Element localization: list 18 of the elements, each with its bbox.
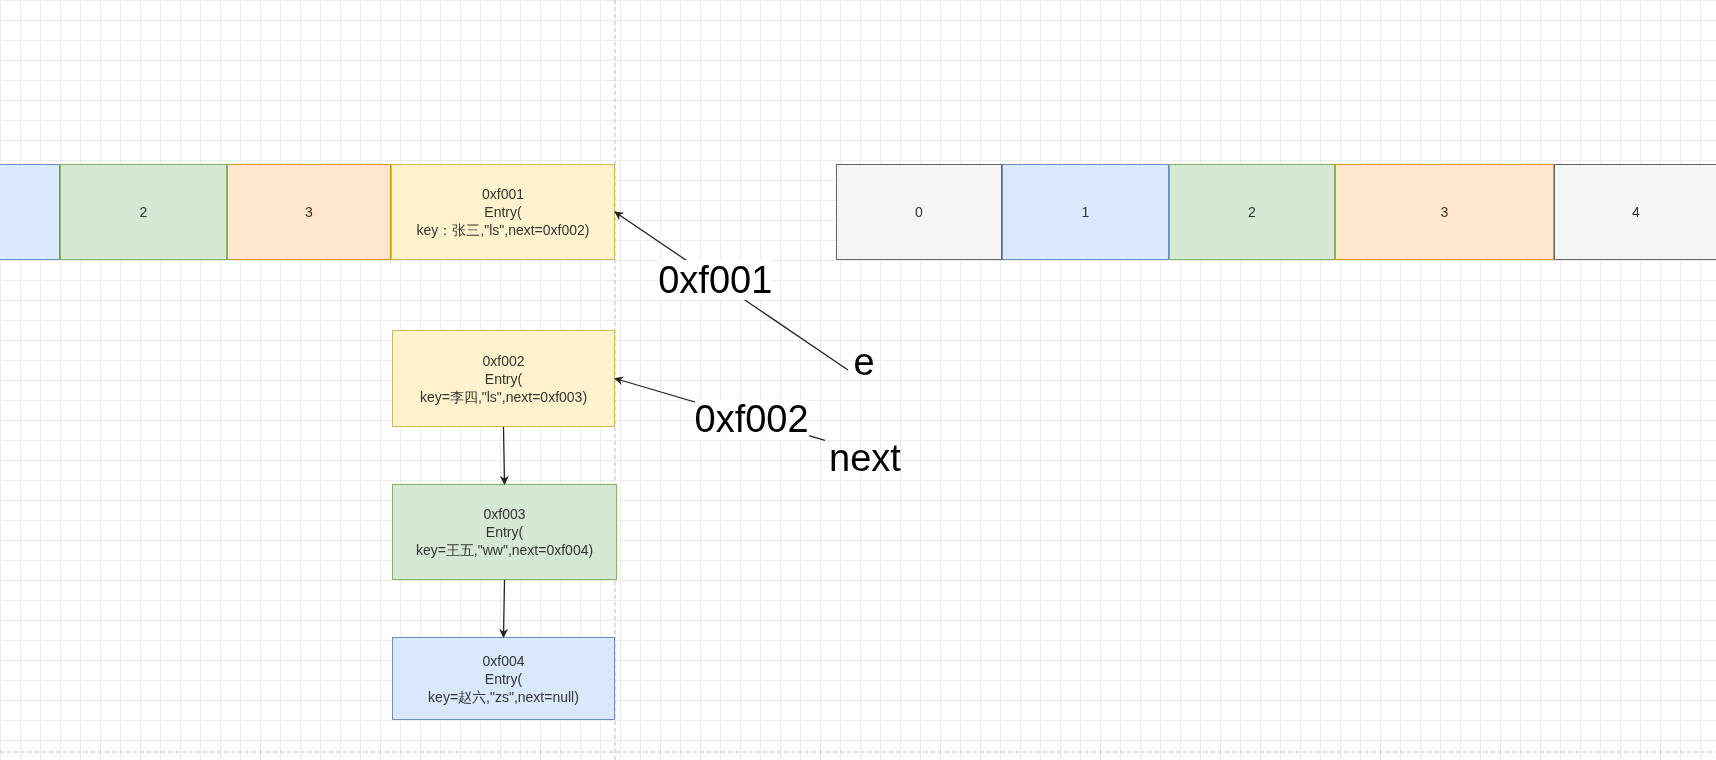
array-cell: 0 bbox=[836, 164, 1002, 260]
arrow bbox=[499, 579, 509, 638]
array-cell: 1 bbox=[1002, 164, 1169, 260]
entry-box: 0xf001 Entry( key：张三,"ls",next=0xf002) bbox=[391, 164, 615, 260]
entry-box: 0xf002 Entry( key=李四,"ls",next=0xf003) bbox=[392, 330, 615, 427]
array-cell: 3 bbox=[1335, 164, 1554, 260]
entry-box: 0xf004 Entry( key=赵六,"zs",next=null) bbox=[392, 637, 615, 720]
variable-name: next bbox=[825, 436, 905, 480]
variable-name: e bbox=[848, 340, 880, 384]
array-cell: 2 bbox=[60, 164, 227, 260]
array-cell: 4 bbox=[1554, 164, 1716, 260]
arrow bbox=[499, 426, 509, 485]
array-cell: 2 bbox=[1169, 164, 1335, 260]
array-cell: 3 bbox=[227, 164, 391, 260]
array-cell bbox=[0, 164, 60, 260]
edge-label: 0xf001 bbox=[658, 259, 773, 300]
entry-box: 0xf003 Entry( key=王五,"ww",next=0xf004) bbox=[392, 484, 617, 580]
edge-label: 0xf002 bbox=[694, 398, 809, 439]
